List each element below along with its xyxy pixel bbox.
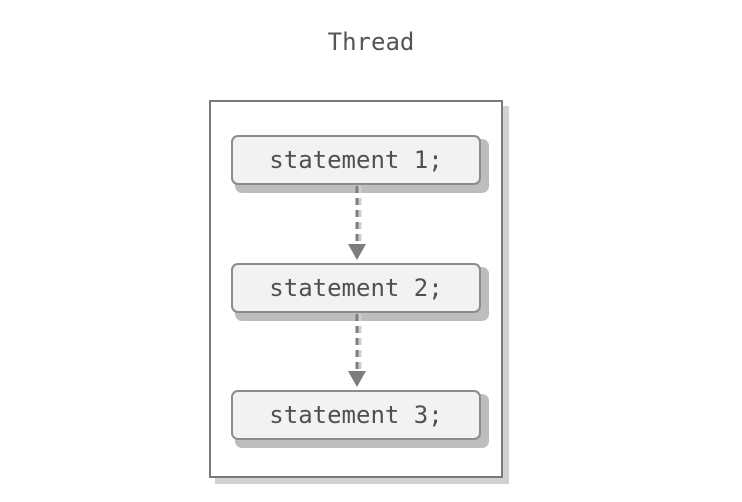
statement-1-label: statement 1; (269, 146, 443, 174)
thread-title: Thread (327, 28, 415, 56)
statement-2-label: statement 2; (269, 274, 443, 302)
statement-3-label: statement 3; (269, 401, 443, 429)
arrow-2-to-3 (348, 314, 366, 387)
statement-1-box: statement 1; (231, 135, 481, 185)
statement-3-box: statement 3; (231, 390, 481, 440)
statement-2-box: statement 2; (231, 263, 481, 313)
arrow-1-to-2 (348, 186, 366, 260)
